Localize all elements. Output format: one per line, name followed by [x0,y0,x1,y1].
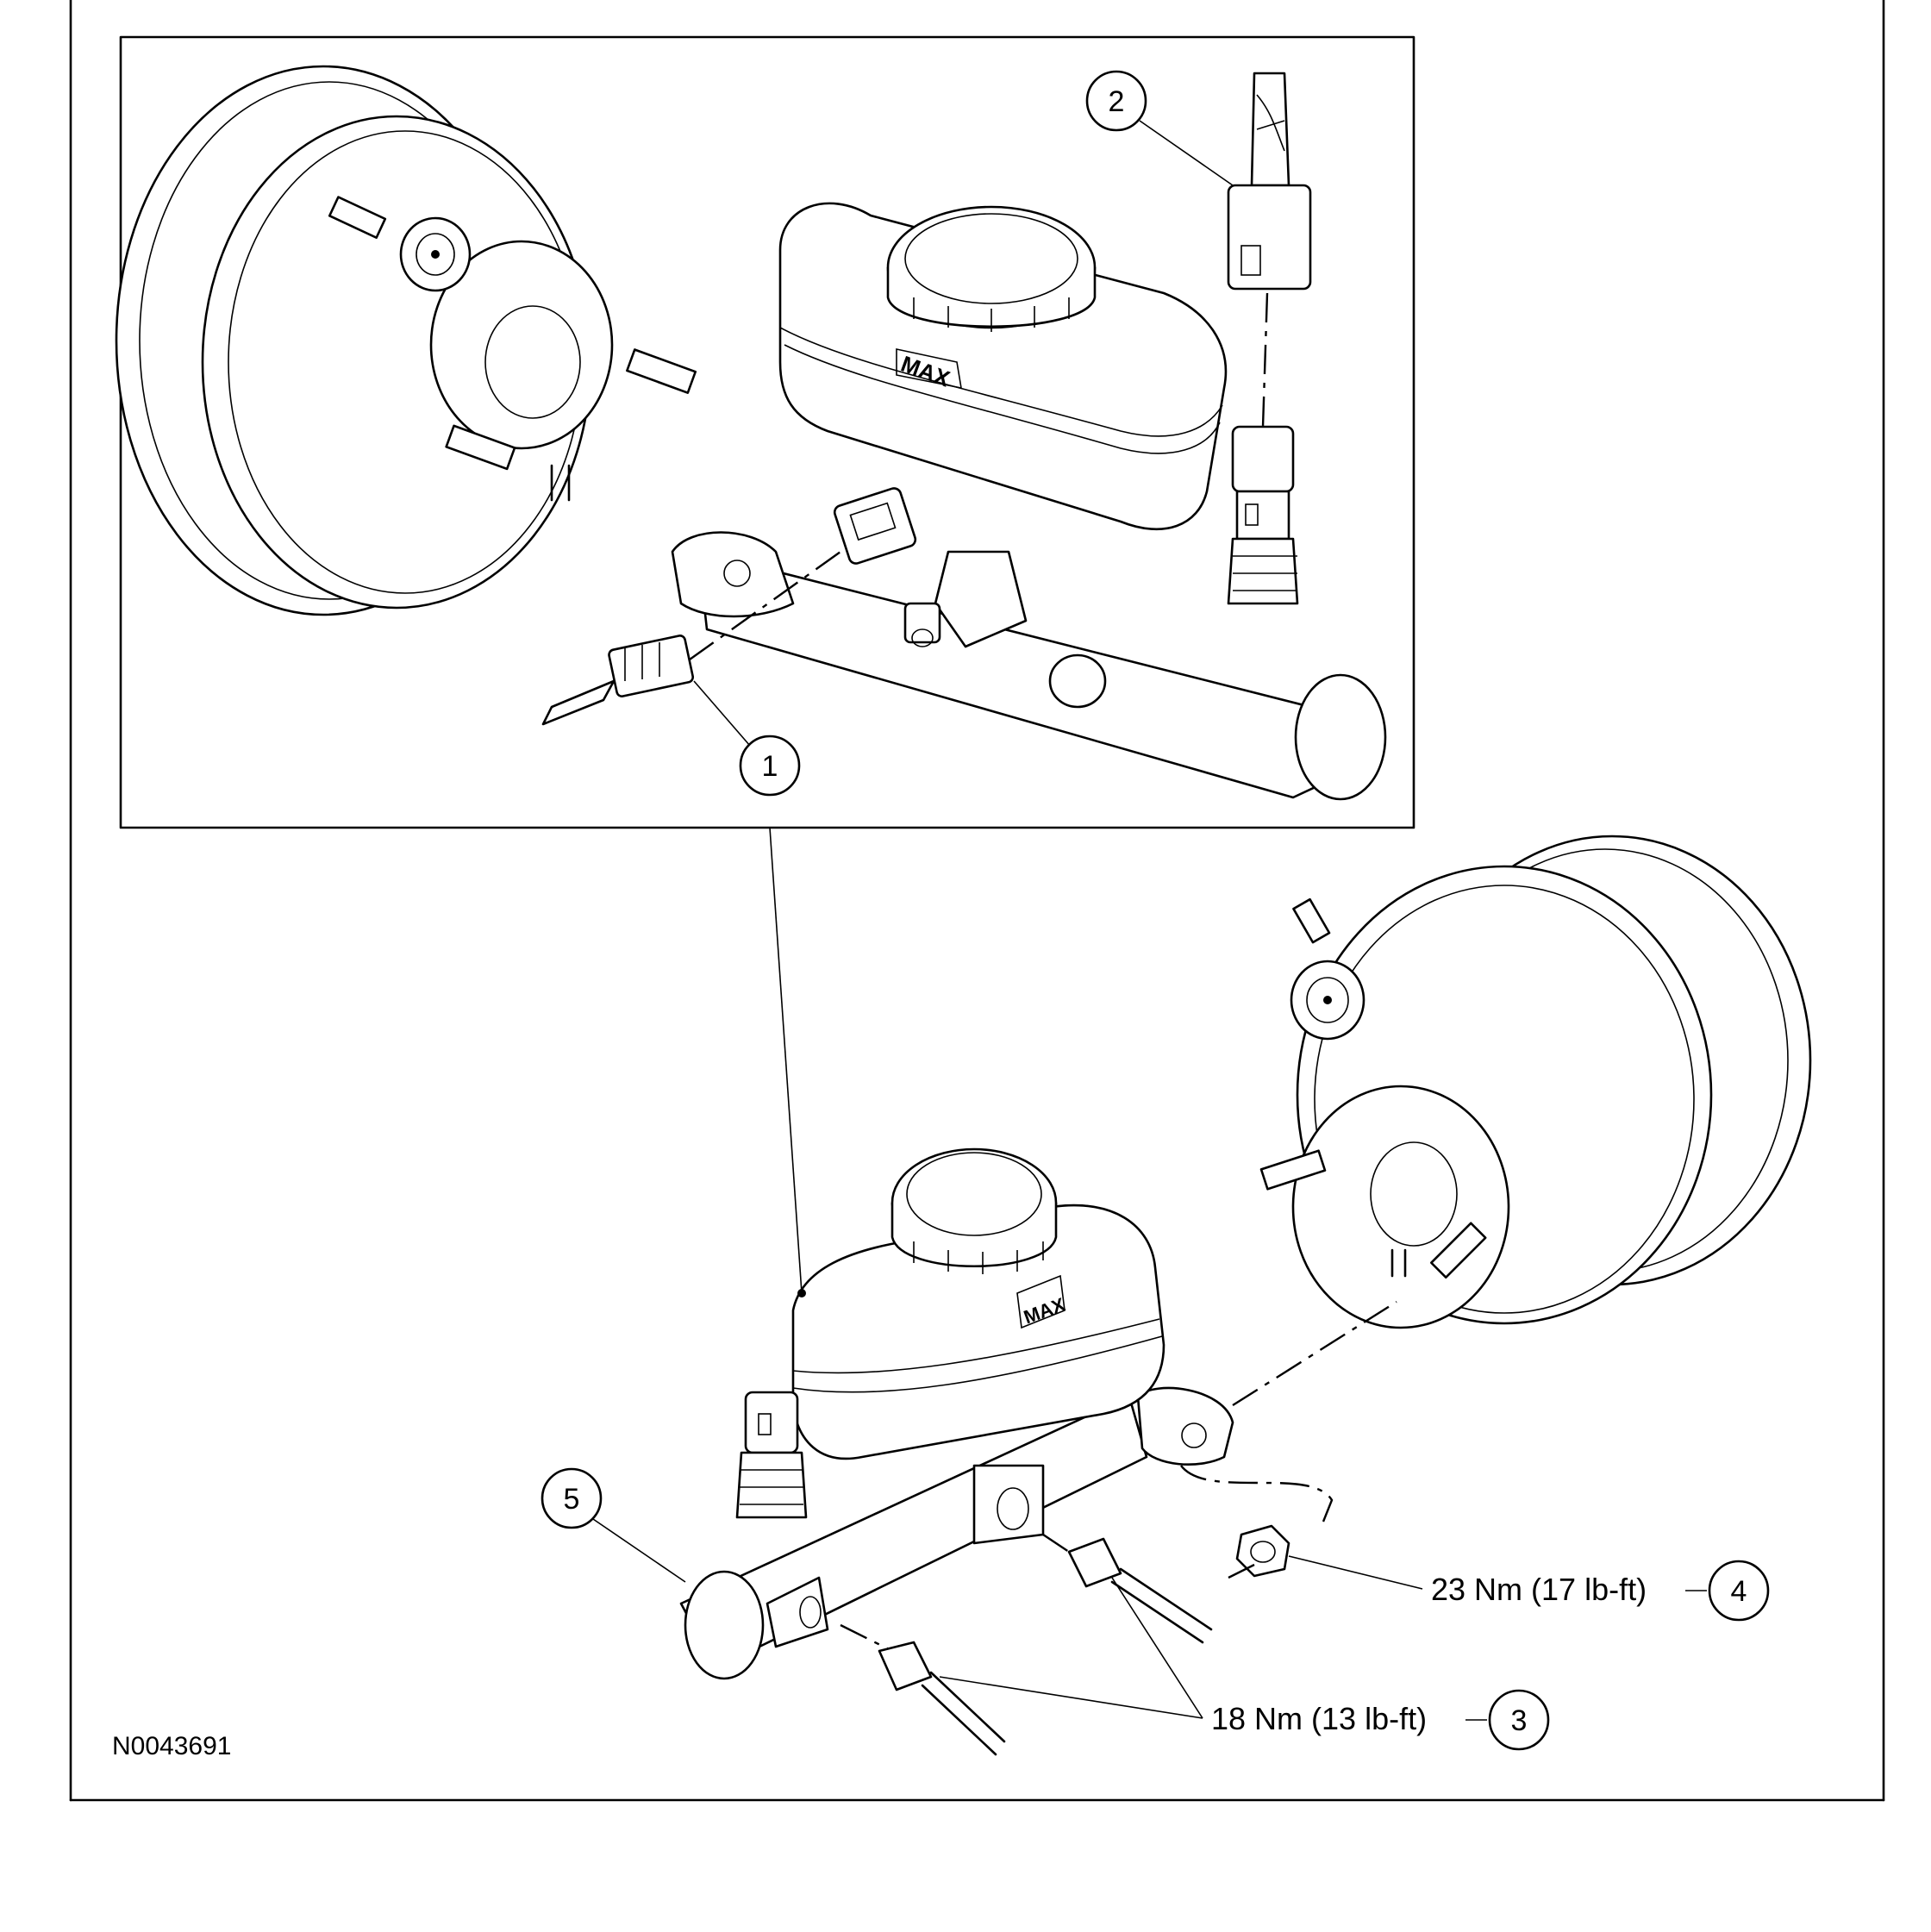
callout-3-number: 3 [1511,1704,1528,1737]
outer-frame [69,0,1885,1802]
inset-master-cylinder: MAX [671,202,1387,801]
lower-master-cylinder: MAX [679,827,1234,1680]
callout-5: 5 [541,1467,603,1529]
brake-lines [840,1465,1334,1756]
callout-1-number: 1 [762,750,778,783]
inset-reference-dot [797,1289,806,1297]
lower-brake-booster [1232,835,1812,1407]
callout-5-number: 5 [564,1483,580,1516]
fluid-level-connector [541,551,841,726]
callout-2-number: 2 [1109,85,1125,118]
callout-3: 3 [1488,1689,1550,1751]
callout-4: 4 [1708,1560,1770,1622]
callout-2: 2 [1085,70,1147,132]
figure-id: N0043691 [112,1732,231,1760]
inset-brake-booster [115,65,697,616]
callout-4-number: 4 [1731,1575,1747,1608]
callout-1: 1 [739,735,801,797]
detail-inset-frame [119,35,1415,829]
pressure-switch-connector [1227,72,1312,428]
torque-3-label: 18 Nm (13 lb-ft) [1211,1701,1427,1736]
torque-4-label: 23 Nm (17 lb-ft) [1431,1572,1647,1607]
